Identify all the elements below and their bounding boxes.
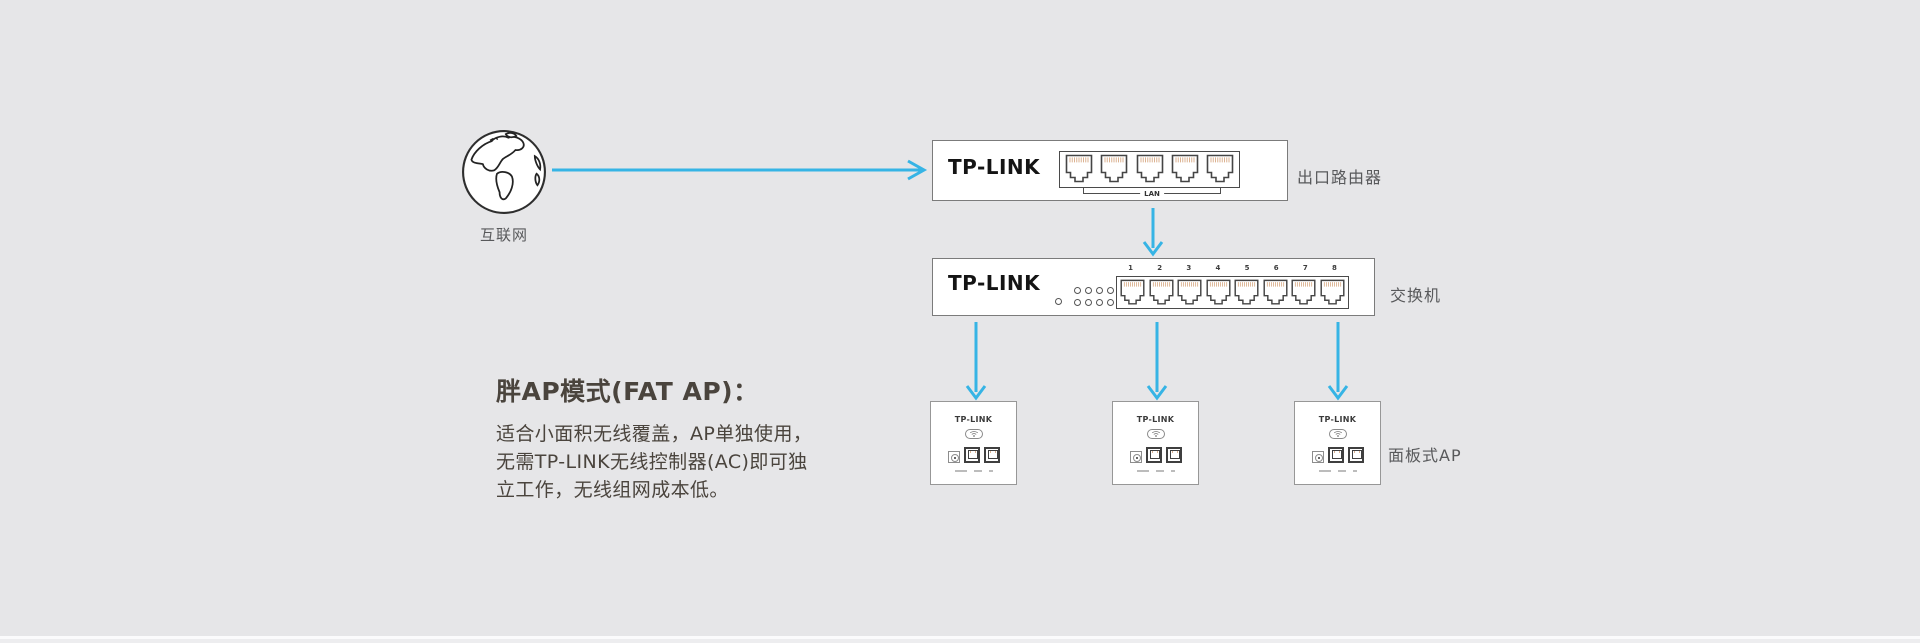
rj45-port-icon: [1177, 279, 1202, 305]
arrow-router-to-switch: [1142, 208, 1164, 257]
arrow-switch-to-ap-2: [1146, 322, 1168, 401]
switch-port-group: [1116, 276, 1349, 309]
ap-connector-row: [1295, 447, 1380, 463]
rj45-port-icon: [1320, 279, 1345, 305]
status-led: [1107, 299, 1114, 306]
next-section-edge: [0, 639, 1920, 643]
panel-ap-device: TP-LINK: [930, 401, 1017, 485]
rj45-port-icon: [1327, 447, 1344, 463]
status-led: [1074, 299, 1081, 306]
description-line: 适合小面积无线覆盖，AP单独使用，: [496, 423, 813, 445]
globe-detail: [489, 137, 499, 141]
port-number: 7: [1302, 264, 1308, 272]
port-number: 2: [1157, 264, 1163, 272]
status-led: [1096, 299, 1103, 306]
rj45-port-icon: [1206, 279, 1231, 305]
rj45-port-icon: [1136, 154, 1163, 183]
arrow-switch-to-ap-3: [1327, 322, 1349, 401]
panel-ap-label: 面板式AP: [1388, 446, 1462, 465]
status-led: [1096, 287, 1103, 294]
globe-greenland: [504, 132, 518, 139]
rj45-port-icon: [1065, 154, 1093, 183]
connector-captions: [931, 470, 1016, 472]
rj45-port-icon: [1291, 279, 1316, 305]
router-port-group: [1059, 151, 1240, 188]
rj45-port-icon: [1100, 154, 1128, 183]
rj45-port-icon: [983, 447, 1000, 463]
router-label: 出口路由器: [1297, 168, 1383, 187]
rj45-port-icon: [1263, 279, 1288, 305]
rj45-port-icon: [1149, 279, 1174, 305]
connector-captions: [1113, 470, 1198, 472]
phone-jack-icon: [1311, 451, 1324, 463]
rj45-port-icon: [1171, 154, 1199, 183]
rj45-port-icon: [1165, 447, 1182, 463]
router-device: TP-LINK LAN: [932, 140, 1288, 201]
panel-ap-device: TP-LINK: [1112, 401, 1199, 485]
tplink-logo: TP-LINK: [948, 155, 1041, 179]
status-led: [1085, 299, 1092, 306]
rj45-port-icon: [1234, 279, 1259, 305]
switch-label: 交换机: [1390, 286, 1442, 305]
ap-connector-row: [931, 447, 1016, 463]
port-number: 8: [1332, 264, 1337, 272]
phone-jack-icon: [1129, 451, 1142, 463]
description-block: 胖AP模式(FAT AP)： 适合小面积无线覆盖，AP单独使用， 无需TP-LI…: [496, 372, 856, 504]
port-number: 4: [1215, 264, 1221, 272]
fat-ap-description: 适合小面积无线覆盖，AP单独使用， 无需TP-LINK无线控制器(AC)即可独 …: [496, 420, 856, 504]
tplink-logo: TP-LINK: [1136, 415, 1175, 424]
globe-africa: [533, 154, 542, 172]
tplink-logo: TP-LINK: [1318, 415, 1357, 424]
connector-captions: [1295, 470, 1380, 472]
panel-ap-device: TP-LINK: [1294, 401, 1381, 485]
status-led: [1085, 287, 1092, 294]
tplink-logo: TP-LINK: [948, 271, 1041, 295]
port-number: 3: [1186, 264, 1192, 272]
rj45-port-icon: [1145, 447, 1162, 463]
status-led: [1074, 287, 1081, 294]
switch-device: TP-LINK 1 2 3 4 5 6 7 8: [932, 258, 1375, 316]
arrow-switch-to-ap-1: [965, 322, 987, 401]
status-led: [1107, 287, 1114, 294]
rj45-port-icon: [1206, 154, 1234, 183]
port-number: 5: [1244, 264, 1250, 272]
power-led: [1055, 298, 1062, 305]
tplink-logo: TP-LINK: [954, 415, 993, 424]
lan-port-bracket: LAN: [1083, 188, 1221, 198]
globe-landmass: [534, 172, 541, 187]
section-divider-line: [0, 636, 1920, 639]
port-number: 6: [1273, 264, 1279, 272]
ap-connector-row: [1113, 447, 1198, 463]
port-number: 1: [1128, 264, 1133, 272]
fat-ap-heading: 胖AP模式(FAT AP)：: [496, 377, 759, 406]
arrow-internet-to-router: [552, 159, 928, 181]
phone-jack-icon: [947, 451, 960, 463]
internet-label: 互联网: [479, 226, 528, 244]
switch-port-numbers: 1 2 3 4 5 6 7 8: [1116, 264, 1349, 272]
internet-node: 互联网: [460, 128, 548, 245]
description-line: 无需TP-LINK无线控制器(AC)即可独: [496, 451, 808, 473]
wifi-indicator-icon: [1146, 429, 1165, 439]
wifi-indicator-icon: [1328, 429, 1347, 439]
rj45-port-icon: [1120, 279, 1145, 305]
description-line: 立工作，无线组网成本低。: [496, 479, 729, 501]
rj45-port-icon: [1347, 447, 1364, 463]
wifi-indicator-icon: [964, 429, 983, 439]
rj45-port-icon: [963, 447, 980, 463]
lan-label: LAN: [1140, 190, 1164, 198]
globe-south-america: [495, 171, 514, 201]
globe-icon: [462, 130, 546, 214]
